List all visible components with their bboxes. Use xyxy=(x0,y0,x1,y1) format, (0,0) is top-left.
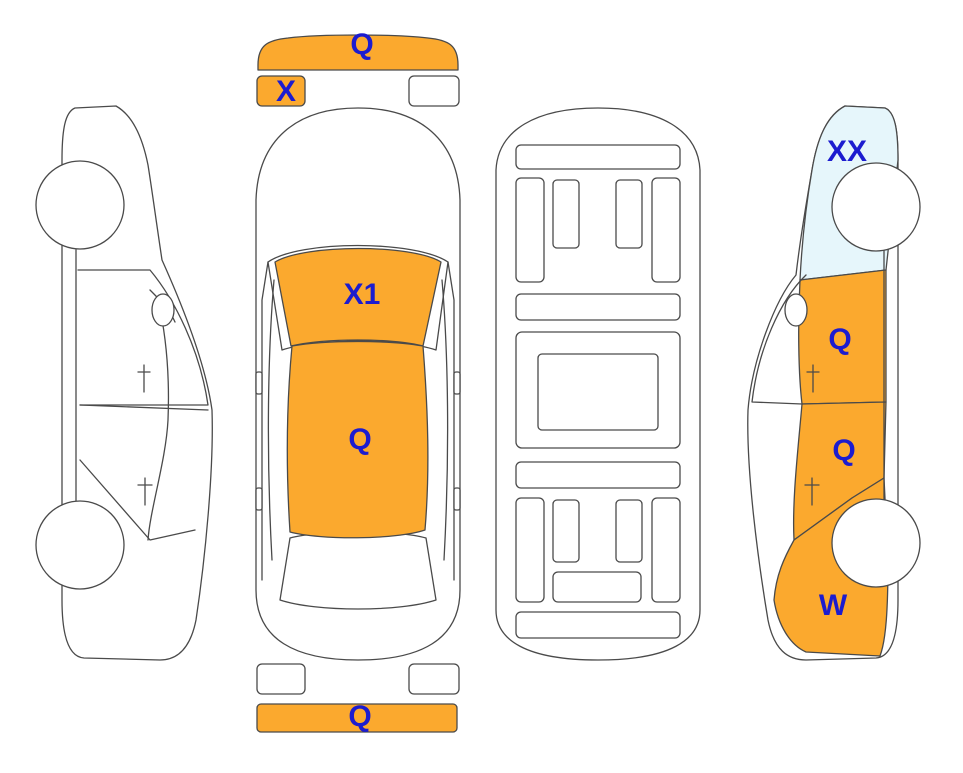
roof-panel[interactable] xyxy=(286,340,429,539)
left-front-wheel xyxy=(35,160,125,250)
hood-label: X1 xyxy=(344,278,381,311)
underbody-rear-right-rail xyxy=(651,497,681,603)
top-view-right-handle xyxy=(453,487,461,511)
front-left-fog-light-panel[interactable] xyxy=(256,75,306,107)
underbody-front-left-mount xyxy=(552,179,580,249)
rear-bumper-panel[interactable] xyxy=(256,703,458,733)
right-side-view: XX Q Q W xyxy=(747,105,921,661)
underbody-front-left-rail xyxy=(515,177,545,283)
underbody-mid-crossmember xyxy=(515,293,681,321)
left-side-door-handle-front xyxy=(137,364,151,393)
rear-bumper-label: Q xyxy=(348,700,371,733)
underbody-rear-left-mount xyxy=(552,499,580,563)
right-front-door-label: Q xyxy=(828,323,851,356)
rear-right-light-panel[interactable] xyxy=(408,663,460,695)
left-side-door-handle-rear xyxy=(137,477,153,506)
left-side-rear-door-line xyxy=(79,459,196,541)
front-right-fog-light-panel[interactable] xyxy=(408,75,460,107)
underbody-view xyxy=(495,107,701,661)
underbody-spare-well xyxy=(552,571,642,603)
top-view: Q X X1 Q Q xyxy=(255,28,461,733)
right-rear-wheel xyxy=(831,498,921,588)
left-side-mirror xyxy=(151,293,175,327)
front-bumper-label: Q xyxy=(350,28,373,61)
underbody-front-right-mount xyxy=(615,179,643,249)
right-side-door-handle-rear xyxy=(804,477,820,506)
underbody-rear-crossmember xyxy=(515,461,681,489)
underbody-front-crossmember xyxy=(515,144,681,170)
top-view-left-mirror xyxy=(255,371,263,395)
right-rear-quarter-label: W xyxy=(819,589,848,622)
rear-left-light-panel[interactable] xyxy=(256,663,306,695)
left-side-view xyxy=(35,105,213,661)
top-view-side-lines xyxy=(267,279,449,561)
underbody-front-right-rail xyxy=(651,177,681,283)
underbody-center-panel xyxy=(537,353,659,431)
top-view-left-handle xyxy=(255,487,263,511)
right-side-mirror xyxy=(784,293,808,327)
left-rear-wheel xyxy=(35,500,125,590)
right-front-wheel xyxy=(831,162,921,252)
left-side-window-line xyxy=(77,269,209,406)
underbody-rear-bumper-beam xyxy=(515,611,681,639)
underbody-rear-right-mount xyxy=(615,499,643,563)
top-view-a-pillars xyxy=(261,261,455,581)
right-rear-door-label: Q xyxy=(832,434,855,467)
top-view-right-mirror xyxy=(453,371,461,395)
right-front-fender-label: XX xyxy=(827,135,867,168)
left-side-door-split xyxy=(79,299,209,541)
right-side-door-handle-front xyxy=(806,364,820,393)
front-left-fog-light-label: X xyxy=(276,75,296,108)
hood-panel[interactable] xyxy=(274,247,442,347)
underbody-rear-left-rail xyxy=(515,497,545,603)
right-side-window-line xyxy=(751,274,807,405)
roof-label: Q xyxy=(348,423,371,456)
front-bumper-panel[interactable] xyxy=(257,34,459,71)
